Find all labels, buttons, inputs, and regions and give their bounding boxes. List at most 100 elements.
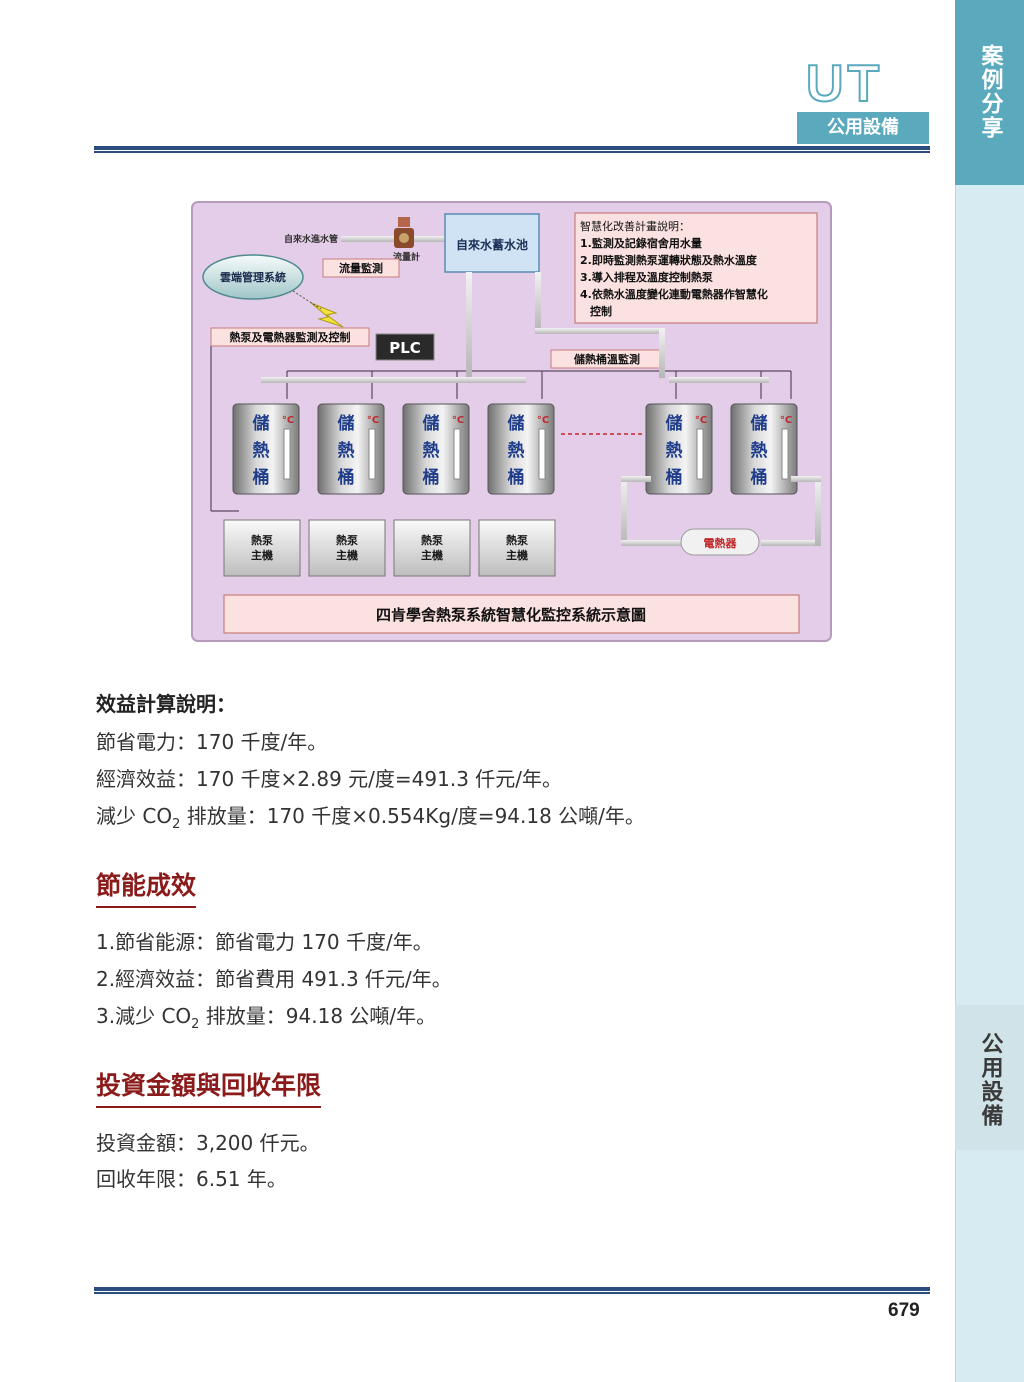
tank-5-label-c: 桶 [666,467,683,488]
tank-2-label-b: 熱 [338,440,355,461]
tank-2-label-a: 儲 [338,413,355,434]
heatpump-units [223,519,556,577]
sidebar-top-text: 案例分享 [977,44,1003,140]
tank-3-celsius: °C [452,415,464,426]
investment-line-2: 回收年限：6.51 年。 [96,1167,287,1191]
page-number: 679 [888,1300,920,1321]
brand-logo: UT [805,55,884,113]
heatpump-2-label-b: 主機 [336,548,358,562]
footer-rule-thin [94,1292,930,1294]
tank-4-celsius: °C [537,415,549,426]
tank-group-right [645,403,798,495]
benefit-heading: 效益計算說明： [96,692,236,716]
diagram-caption: 四肯學舍熱泵系統智慧化監控系統示意圖 [376,606,646,624]
effect-line-1: 1.節省能源：節省電力 170 千度/年。 [96,930,433,954]
effect-line-2: 2.經濟效益：節省費用 491.3 仟元/年。 [96,967,452,991]
heater-box [680,528,760,556]
tank-5 [645,403,713,495]
header-rule-thin [94,151,930,153]
tank-6-celsius: °C [780,415,792,426]
sidebar [955,0,1024,1382]
sidebar-tab-utilities[interactable] [955,1005,1024,1150]
heatpump-3 [393,519,471,577]
tank-5-label-a: 儲 [666,413,683,434]
tap-water-pipe-label: 自來水進水管 [284,233,338,245]
tap-water-pipe-line [341,236,446,242]
benefit-line-1: 節省電力：170 千度/年。 [96,730,328,754]
flow-meter-icon [394,217,414,248]
tank-3-label-a: 儲 [423,413,440,434]
tank-6-label-b: 熱 [751,440,768,461]
tank-3 [402,403,470,495]
tank-3-label-b: 熱 [423,440,440,461]
tank-4-label-c: 桶 [508,467,525,488]
tank-2-label-c: 桶 [338,467,355,488]
tank-5-celsius: °C [695,415,707,426]
benefit-co2-subscript: 2 [172,817,181,832]
flow-monitor-label: 流量監測 [339,261,383,275]
tank-1 [232,403,300,495]
heatpump-monitor-label: 熱泵及電熱器監測及控制 [230,330,351,344]
investment-line-1: 投資金額：3,200 仟元。 [96,1131,320,1155]
heatpump-3-label-b: 主機 [421,548,443,562]
effect-co2-subscript: 2 [191,1017,200,1032]
sidebar-bottom-text: 公用設備 [977,1032,1003,1128]
tank-1-celsius: °C [282,415,294,426]
effect-co2-suffix: 排放量：94.18 公噸/年。 [199,1004,437,1028]
investment-heading: 投資金額與回收年限 [96,1066,322,1108]
benefit-co2-suffix: 排放量：170 千度×0.554Kg/度=94.18 公噸/年。 [180,804,645,828]
tank-group-left [232,403,555,495]
plan-item-1: 1.監測及記錄宿舍用水量 [580,236,702,250]
benefit-line-co2: 減少 CO2 排放量：170 千度×0.554Kg/度=94.18 公噸/年。 [96,800,645,832]
heatpump-1 [223,519,301,577]
tap-water-tank-box [444,213,540,273]
plan-title: 智慧化改善計畫說明： [580,219,690,233]
effect-heading: 節能成效 [96,866,197,908]
tank-1-label-b: 熱 [253,440,270,461]
cloud-system-shape [202,254,304,300]
heatpump-2-label-a: 熱泵 [336,533,358,547]
plan-item-3: 3.導入排程及溫度控制熱泵 [580,270,713,284]
benefit-line-2: 經濟效益：170 千度×2.89 元/度=491.3 仟元/年。 [96,767,563,791]
flow-meter-label: 流量計 [393,251,420,263]
heatpump-4-label-b: 主機 [506,548,528,562]
tank-1-label-a: 儲 [253,413,270,434]
tank-4 [487,403,555,495]
tank-4-label-a: 儲 [508,413,525,434]
heater-label: 電熱器 [704,536,738,550]
benefit-co2-prefix: 減少 CO [96,804,173,828]
heatpump-1-label-b: 主機 [251,548,273,562]
tank-2-celsius: °C [367,415,379,426]
cloud-system-label: 雲端管理系統 [220,270,286,284]
effect-co2-prefix: 3.減少 CO [96,1004,192,1028]
heatpump-1-label-a: 熱泵 [251,533,273,547]
effect-line-co2: 3.減少 CO2 排放量：94.18 公噸/年。 [96,1000,436,1032]
heatpump-3-label-a: 熱泵 [421,533,443,547]
diagram-caption-box [223,594,800,634]
section-label: 公用設備 [797,112,929,144]
tank-3-label-c: 桶 [423,467,440,488]
sidebar-tab-case-sharing[interactable] [955,0,1024,185]
sidebar-top-label: 案例分享 [955,44,1024,140]
heatpump-2 [308,519,386,577]
plan-item-4: 4.依熱水溫度變化連動電熱器作智慧化 [580,287,768,301]
tank-6-label-a: 儲 [751,413,768,434]
tank-temp-monitor-label: 儲熱桶溫監測 [573,352,640,366]
flow-monitor-box [322,258,400,278]
tank-5-label-b: 熱 [666,440,683,461]
plan-item-5: 控制 [590,304,612,318]
sidebar-bottom-label: 公用設備 [955,1032,1024,1128]
heatpump-4 [478,519,556,577]
heatpump-4-label-a: 熱泵 [506,533,528,547]
tank-2 [317,403,385,495]
plc-label: PLC [389,339,421,357]
tank-6-label-c: 桶 [751,467,768,488]
header-rule [94,146,930,150]
heatpump-monitor-box [210,327,370,347]
wireless-icon [310,302,344,328]
footer-rule [94,1287,930,1291]
tank-1-label-c: 桶 [253,467,270,488]
tank-4-label-b: 熱 [508,440,525,461]
tap-water-tank-label: 自來水蓄水池 [456,237,528,252]
system-diagram: 自來水進水管 流量計 自來水蓄水池 智慧化改善計畫說明： 1.監測及記錄宿舍用水… [191,201,832,642]
